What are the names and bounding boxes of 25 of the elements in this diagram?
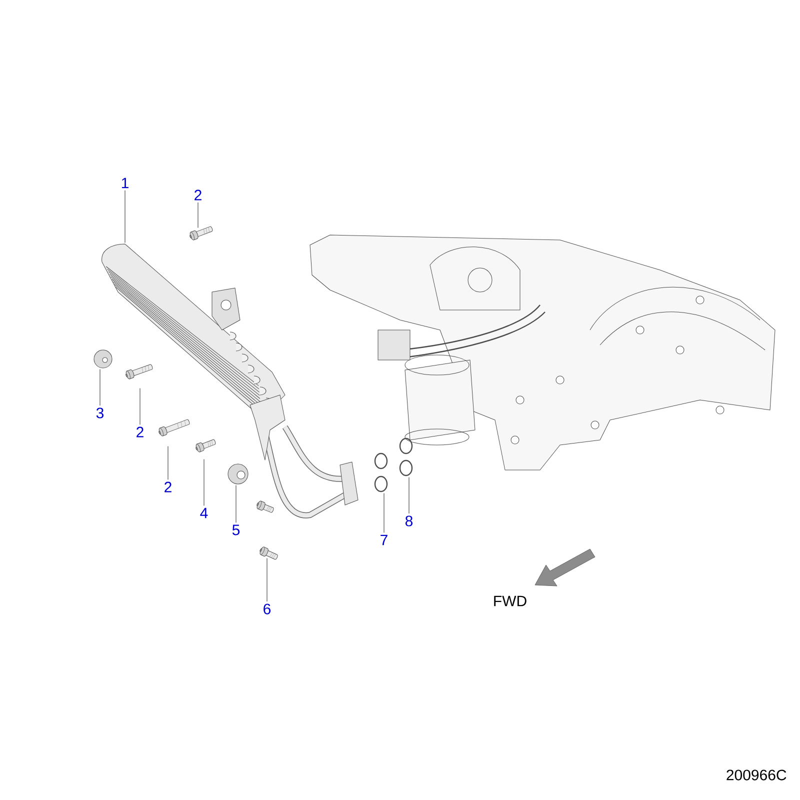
leader-line (266, 558, 268, 602)
direction-label: FWD (494, 596, 526, 606)
bolt-drawing (190, 226, 213, 240)
bolt-drawing (126, 364, 153, 380)
spacer-drawing (196, 439, 216, 452)
callout-number: 3 (96, 408, 104, 418)
callout-number: 5 (232, 524, 240, 536)
leader-line (408, 476, 410, 514)
grommet-drawing (94, 350, 112, 368)
oil-cooler-drawing (102, 244, 286, 460)
callout-number: 6 (264, 604, 271, 614)
callout-number: 8 (406, 516, 413, 526)
callout-number: 7 (380, 534, 388, 546)
bolt-drawing (158, 419, 190, 436)
drawing-number: 200966C (726, 770, 786, 780)
callout-number: 2 (164, 482, 172, 492)
callout-number: 1 (122, 178, 128, 188)
callout-number: 2 (194, 190, 202, 200)
callout-number: 4 (200, 508, 208, 518)
screw-drawing (260, 546, 278, 560)
grommet-drawing (228, 464, 248, 484)
sealing-rings-drawing (399, 438, 413, 476)
callout-number: 2 (136, 426, 144, 438)
sealing-rings-drawing (374, 452, 388, 492)
leader-line (124, 190, 126, 244)
